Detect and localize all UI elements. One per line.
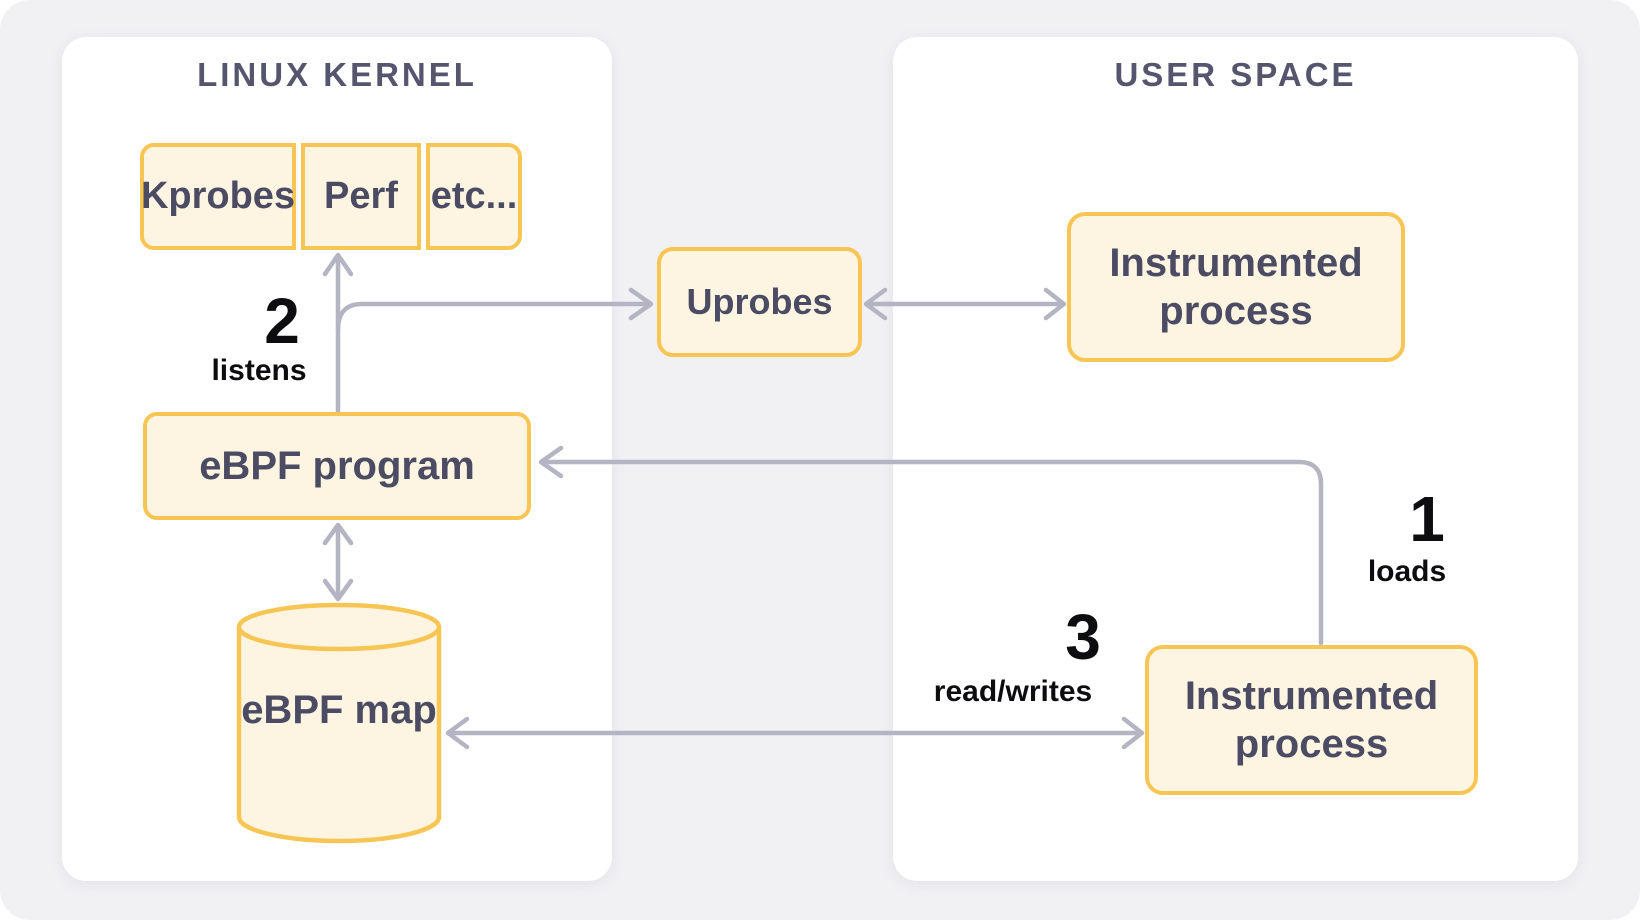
step1-number: 1 xyxy=(1409,483,1445,555)
node-instrumented-process-bottom: Instrumented process xyxy=(1145,645,1478,795)
node-ebpf-map-label: eBPF map xyxy=(241,688,437,732)
user-space-title: USER SPACE xyxy=(1114,56,1357,93)
node-etc: etc... xyxy=(426,143,522,250)
step3-label: read/writes xyxy=(933,675,1093,708)
cylinder-top xyxy=(236,602,442,652)
step1-label: loads xyxy=(1367,555,1447,588)
cylinder-body xyxy=(236,627,442,844)
node-instrumented-process-top: Instrumented process xyxy=(1067,212,1405,362)
node-ebpf-map-cylinder xyxy=(236,602,442,844)
node-ebpf-program-label: eBPF program xyxy=(199,444,475,488)
linux-kernel-title: LINUX KERNEL xyxy=(197,56,477,93)
node-kprobes: Kprobes xyxy=(140,143,296,250)
node-perf-label: Perf xyxy=(324,174,398,217)
step3-number: 3 xyxy=(1065,601,1101,673)
node-ebpf-program: eBPF program xyxy=(143,412,531,520)
step2-number: 2 xyxy=(264,285,300,357)
node-instrumented-process-top-label: Instrumented process xyxy=(1109,241,1363,333)
step2-label: listens xyxy=(211,354,307,387)
node-kprobes-label: Kprobes xyxy=(140,174,296,217)
node-etc-label: etc... xyxy=(430,174,518,217)
node-uprobes: Uprobes xyxy=(657,247,862,357)
node-uprobes-label: Uprobes xyxy=(686,281,833,323)
arrowhead-left-uprobes xyxy=(863,287,888,321)
node-perf: Perf xyxy=(301,143,421,250)
arrowhead-right-uprobes xyxy=(628,287,654,321)
node-instrumented-process-bottom-label: Instrumented process xyxy=(1184,674,1439,766)
